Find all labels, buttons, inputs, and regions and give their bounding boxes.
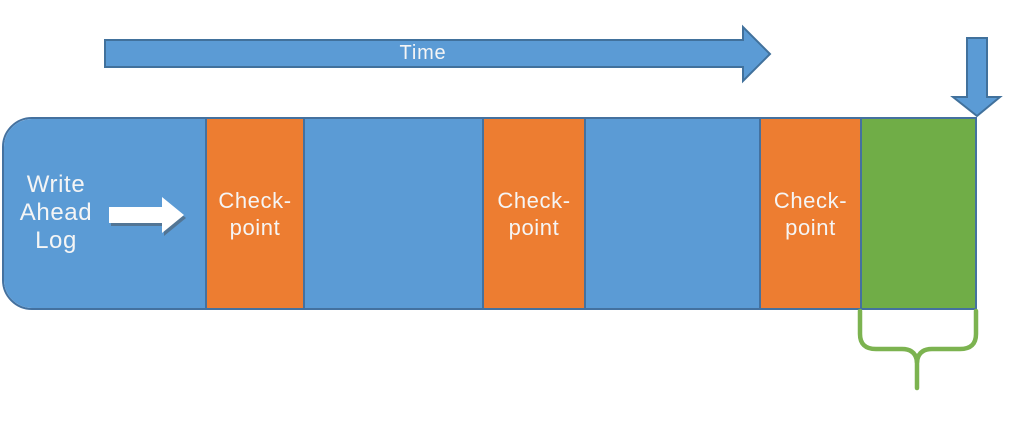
down-arrow-shape [950, 37, 1003, 118]
brace-shape [857, 308, 979, 391]
checkpoint-segment-2: Check- point [482, 119, 584, 308]
checkpoint-segment-1: Check- point [205, 119, 303, 308]
wal-label: Write Ahead Log [19, 171, 93, 254]
wal-timeline-bar: Write Ahead Log Check- point Check- poin… [2, 117, 977, 310]
latest-segment [860, 119, 975, 308]
checkpoint-segment-3: Check- point [759, 119, 860, 308]
time-arrow-shape [104, 24, 772, 84]
log-segment-2 [584, 119, 759, 308]
forward-arrow-icon [109, 197, 184, 233]
forward-arrow-shape [109, 197, 184, 233]
checkpoint-label: Check- point [218, 187, 292, 240]
down-arrow-icon [950, 37, 1003, 118]
log-segment-1 [303, 119, 482, 308]
time-label: Time [399, 42, 447, 64]
wal-segment: Write Ahead Log [4, 119, 205, 308]
checkpoint-label: Check- point [773, 187, 848, 240]
brace-icon [857, 308, 979, 391]
time-arrow-icon [104, 24, 772, 84]
checkpoint-label: Check- point [497, 187, 571, 240]
